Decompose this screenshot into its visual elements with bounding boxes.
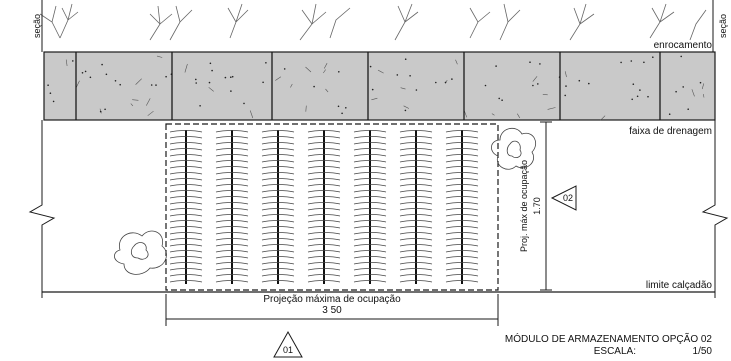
riprap-joints — [75, 52, 661, 120]
horizontal-dimension-value: 3 50 — [322, 305, 342, 316]
shrub-sketch-left — [114, 230, 167, 275]
riprap-band — [43, 51, 716, 121]
scale-label: ESCALA: — [594, 346, 636, 357]
callout-01-label: 01 — [283, 345, 293, 355]
horizontal-dimension — [165, 294, 499, 326]
max-occupation-area — [165, 123, 499, 291]
vertical-dimension-value: 1.70 — [532, 197, 542, 215]
vertical-dimension — [540, 121, 552, 291]
drawing-title: MÓDULO DE ARMAZENAMENTO OPÇÃO 02 — [505, 332, 713, 345]
vertical-projection-label: Proj. máx de ocupação — [519, 160, 529, 252]
vegetation-sketch — [39, 3, 707, 41]
scale-value: 1/50 — [693, 346, 713, 357]
callout-02-triangle — [550, 185, 577, 211]
section-label-right: seção — [718, 14, 728, 38]
riprap-texture — [47, 55, 705, 121]
shrub-sketch-right — [491, 127, 536, 170]
sidewalk-limit-label: limite calçadão — [646, 280, 713, 291]
horizontal-projection-label: Projeção máxima de ocupação — [263, 294, 401, 305]
drainage-strip-label: faixa de drenagem — [629, 126, 712, 137]
callout-01-triangle — [273, 330, 303, 358]
section-label-left: seção — [32, 14, 42, 38]
riprap-label: enrocamento — [654, 40, 713, 51]
callout-02-label: 02 — [563, 193, 573, 203]
stored-boats-hatch — [169, 130, 479, 284]
boundary-lines — [28, 120, 729, 298]
